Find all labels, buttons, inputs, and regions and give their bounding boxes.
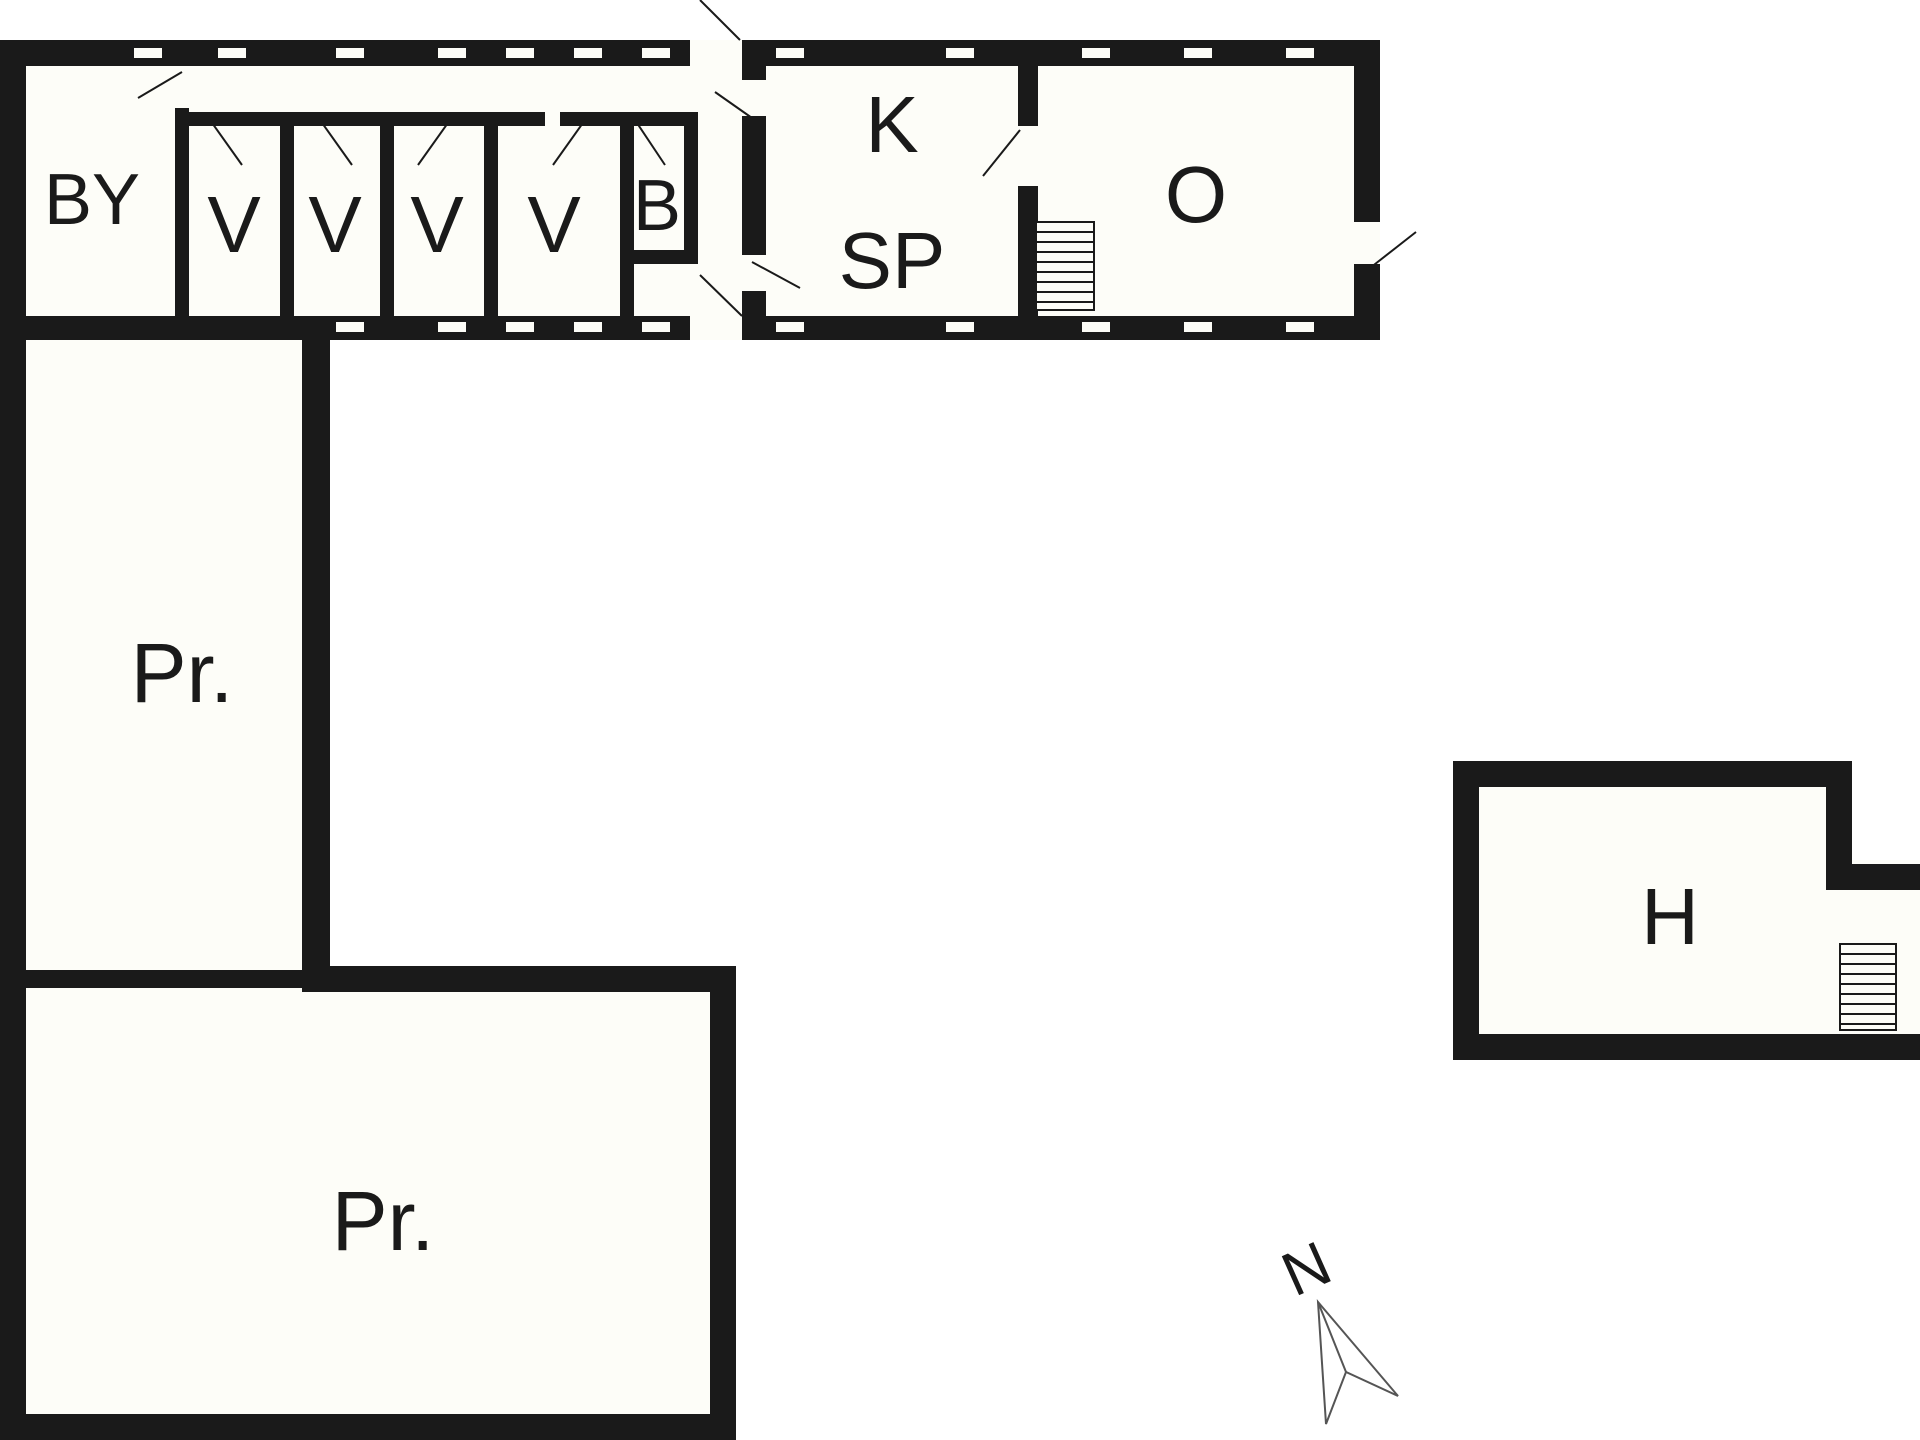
kitchen-east-wall [1018,40,1038,340]
v3-partition [484,112,498,328]
windows [134,48,1314,332]
west-wing-south-wall [0,970,330,988]
room-label-pr-west: Pr. [131,626,234,720]
kitchen-door-gap [742,80,766,116]
corridor-wall [175,112,545,126]
room-label-b: B [633,166,681,246]
east-door-gap [1354,222,1380,264]
south-block-south-wall [0,1414,736,1440]
north-label: N [1272,1229,1341,1310]
room-label-v4: V [527,180,581,269]
room-label-v2: V [308,180,362,269]
room-label-v3: V [410,180,464,269]
south-door-gap [690,316,742,340]
b-north-wall [560,112,698,126]
by-partition [175,108,189,328]
west-wall [0,40,26,1440]
room-label-by: BY [44,160,140,240]
by-door-gap [175,66,189,108]
door-swings [137,0,1417,317]
v4-partition [620,112,634,328]
outbuilding-floor [1455,763,1920,1058]
v1-partition [280,112,294,328]
west-wing-east-wall [302,316,330,990]
south-block-floor [0,970,735,1440]
room-label-h: H [1641,872,1699,961]
room-label-o: O [1165,150,1227,239]
o-door-gap [1018,126,1038,186]
b-south-wall [620,250,698,264]
v2-partition [380,112,394,328]
north-arrow-icon [1316,1299,1399,1425]
west-wing-floor [0,330,328,990]
floor-areas [0,40,1920,1440]
north-wing-east-wall [1354,40,1380,340]
north-door-gap [690,40,742,66]
kitchen-door-gap-2 [742,255,766,291]
room-labels: BY V V V V B K SP O Pr. Pr. H [44,80,1699,1268]
north-arrow: N [1272,1229,1399,1425]
room-label-sp: SP [839,216,946,305]
b-east-wall [684,112,698,262]
south-block-north-wall [302,966,735,992]
room-label-pr-south: Pr. [332,1174,435,1268]
stairs-main [1035,221,1095,311]
stairs-outbuilding [1839,943,1897,1031]
room-label-k: K [865,80,918,169]
south-block-east-wall [710,966,736,1440]
door-openings [175,40,1380,340]
room-label-v1: V [207,180,261,269]
